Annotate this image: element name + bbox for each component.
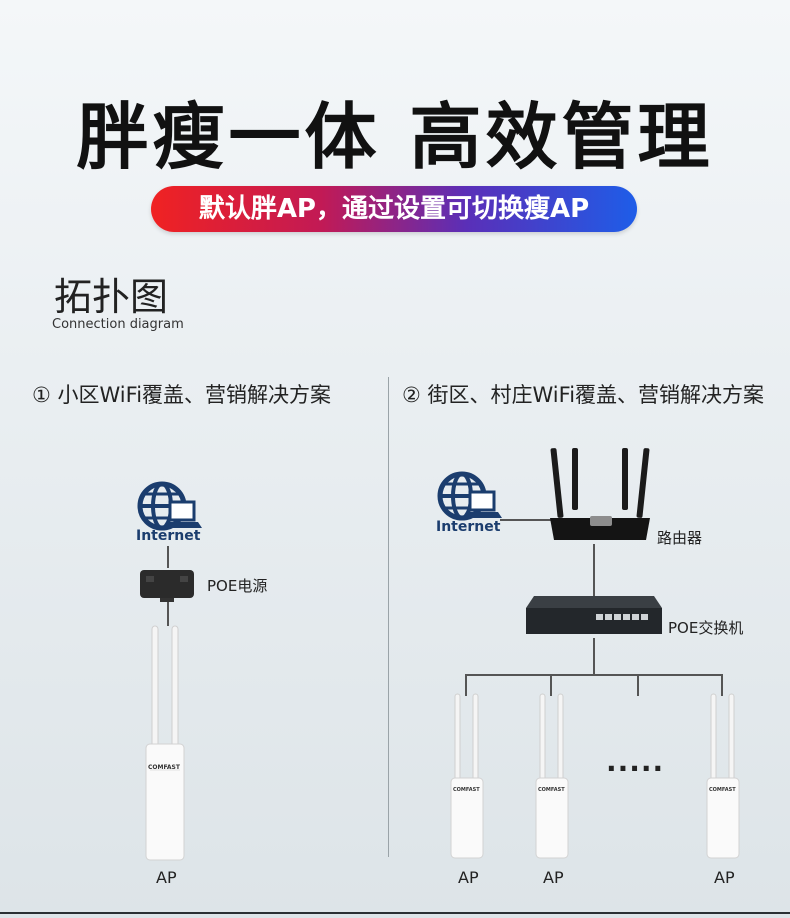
- internet-label-right: Internet: [436, 519, 501, 535]
- drop-line: [550, 674, 552, 696]
- more-devices-ellipsis: ·····: [606, 752, 665, 785]
- scenario-right-title: ② 街区、村庄WiFi覆盖、营销解决方案: [402, 383, 765, 407]
- link-router-switch: [593, 544, 595, 598]
- drop-line: [637, 674, 639, 696]
- drop-line: [721, 674, 723, 696]
- internet-globe-icon: [437, 471, 502, 521]
- scenario-left-title: ① 小区WiFi覆盖、营销解决方案: [32, 383, 332, 407]
- poe-power-label: POE电源: [207, 577, 268, 595]
- poe-switch-label: POE交换机: [668, 619, 744, 637]
- ap-brand-left: COMFAST: [148, 764, 180, 771]
- ap-label: AP: [458, 868, 479, 887]
- router-label: 路由器: [657, 529, 703, 547]
- ap-device-icon: [706, 693, 740, 859]
- ap-brand: COMFAST: [453, 787, 480, 793]
- poe-injector-icon: [140, 570, 194, 602]
- internet-label-left: Internet: [136, 528, 201, 544]
- link-internet-router: [500, 519, 554, 521]
- ap-brand: COMFAST: [538, 787, 565, 793]
- headline: 胖瘦一体 高效管理: [76, 95, 714, 179]
- ap-label: AP: [543, 868, 564, 887]
- ap-device-icon: [145, 625, 185, 861]
- section-title: 拓扑图: [54, 275, 169, 319]
- ap-device-icon: [450, 693, 484, 859]
- section-subtitle: Connection diagram: [52, 317, 184, 332]
- column-divider: [388, 377, 389, 857]
- bottom-rule: [0, 912, 790, 914]
- ap-label: AP: [714, 868, 735, 887]
- poe-switch-icon: [526, 596, 662, 634]
- distribution-bus: [465, 674, 723, 676]
- drop-line: [465, 674, 467, 696]
- ap-device-icon: [535, 693, 569, 859]
- router-icon: [550, 448, 650, 540]
- internet-globe-icon: [137, 481, 202, 531]
- link-poe-ap: [167, 602, 169, 626]
- link-internet-poe: [167, 546, 169, 568]
- banner-pill: 默认胖AP，通过设置可切换瘦AP: [151, 186, 637, 232]
- ap-brand: COMFAST: [709, 787, 736, 793]
- ap-label-left: AP: [156, 868, 177, 887]
- link-switch-bus: [593, 638, 595, 676]
